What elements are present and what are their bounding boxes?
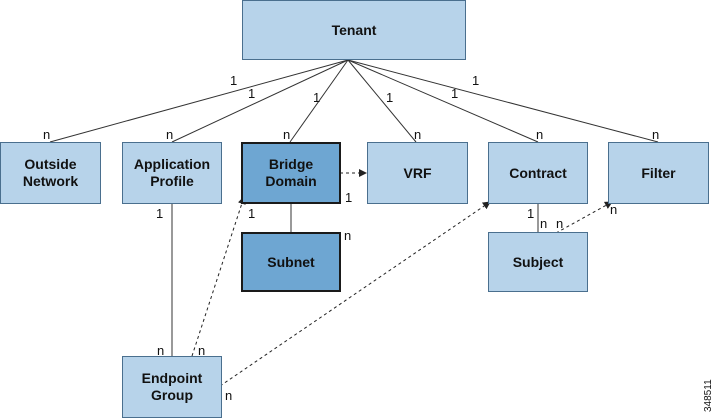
line-tenant-contract [347,59,539,143]
node-contract: Contract [488,142,588,204]
cardinality-subject-n: n [540,216,548,231]
arrow-endpoint-group-bridge-domain [191,196,246,357]
cardinality-endpoint-group-app-n: n [157,343,165,358]
cardinality-tenant-application-profile: 1 [248,86,256,101]
node-filter: Filter [608,142,709,204]
cardinality-contract-n: n [536,127,544,142]
cardinality-subject-filter-n: n [556,216,564,231]
node-vrf: VRF [367,142,468,204]
cardinality-bridge-domain-vrf-1: 1 [345,190,353,205]
node-application-profile-label: Application Profile [133,156,211,189]
arrow-subject-filter [555,201,613,234]
node-contract-label: Contract [509,164,567,181]
figure-id: 348511 [703,379,714,412]
cardinality-tenant-contract: 1 [451,86,459,101]
line-tenant-filter [347,59,659,143]
node-subject-label: Subject [512,253,564,270]
node-outside-network-label: Outside Network [22,156,79,189]
cardinality-outside-network-n: n [43,127,51,142]
line-tenant-outside-network [49,59,349,143]
node-application-profile: Application Profile [122,142,222,204]
cardinality-subnet-n: n [344,228,352,243]
arrow-endpoint-group-contract [219,201,491,387]
cardinality-vrf-n: n [414,127,422,142]
node-endpoint-group: Endpoint Group [122,356,222,418]
node-vrf-label: VRF [403,164,432,181]
line-tenant-application-profile [171,59,349,143]
cardinality-filter-n: n [652,127,660,142]
node-tenant-label: Tenant [331,21,377,38]
node-outside-network: Outside Network [0,142,101,204]
cardinality-tenant-filter: 1 [472,73,480,88]
cardinality-tenant-outside-network: 1 [230,73,238,88]
cardinality-endpoint-group-contract-n: n [225,388,233,403]
node-endpoint-group-label: Endpoint Group [141,370,203,403]
cardinality-tenant-bridge-domain: 1 [313,90,321,105]
cardinality-filter-subject-n: n [610,202,618,217]
node-subject: Subject [488,232,588,292]
node-subnet: Subnet [241,232,341,292]
line-tenant-bridge-domain [289,59,349,143]
cardinality-tenant-vrf: 1 [386,90,394,105]
cardinality-bridge-domain-n: n [283,127,291,142]
node-filter-label: Filter [641,164,676,181]
cardinality-contract-subject-1: 1 [527,206,535,221]
cardinality-endpoint-group-bd-n: n [198,343,206,358]
line-tenant-vrf [347,59,417,143]
cardinality-application-profile-n: n [166,127,174,142]
cardinality-bridge-domain-epg-1: 1 [248,206,256,221]
node-bridge-domain: Bridge Domain [241,142,341,204]
node-subnet-label: Subnet [267,253,315,270]
cardinality-application-profile-1: 1 [156,206,164,221]
node-tenant: Tenant [242,0,466,60]
node-bridge-domain-label: Bridge Domain [265,156,317,189]
